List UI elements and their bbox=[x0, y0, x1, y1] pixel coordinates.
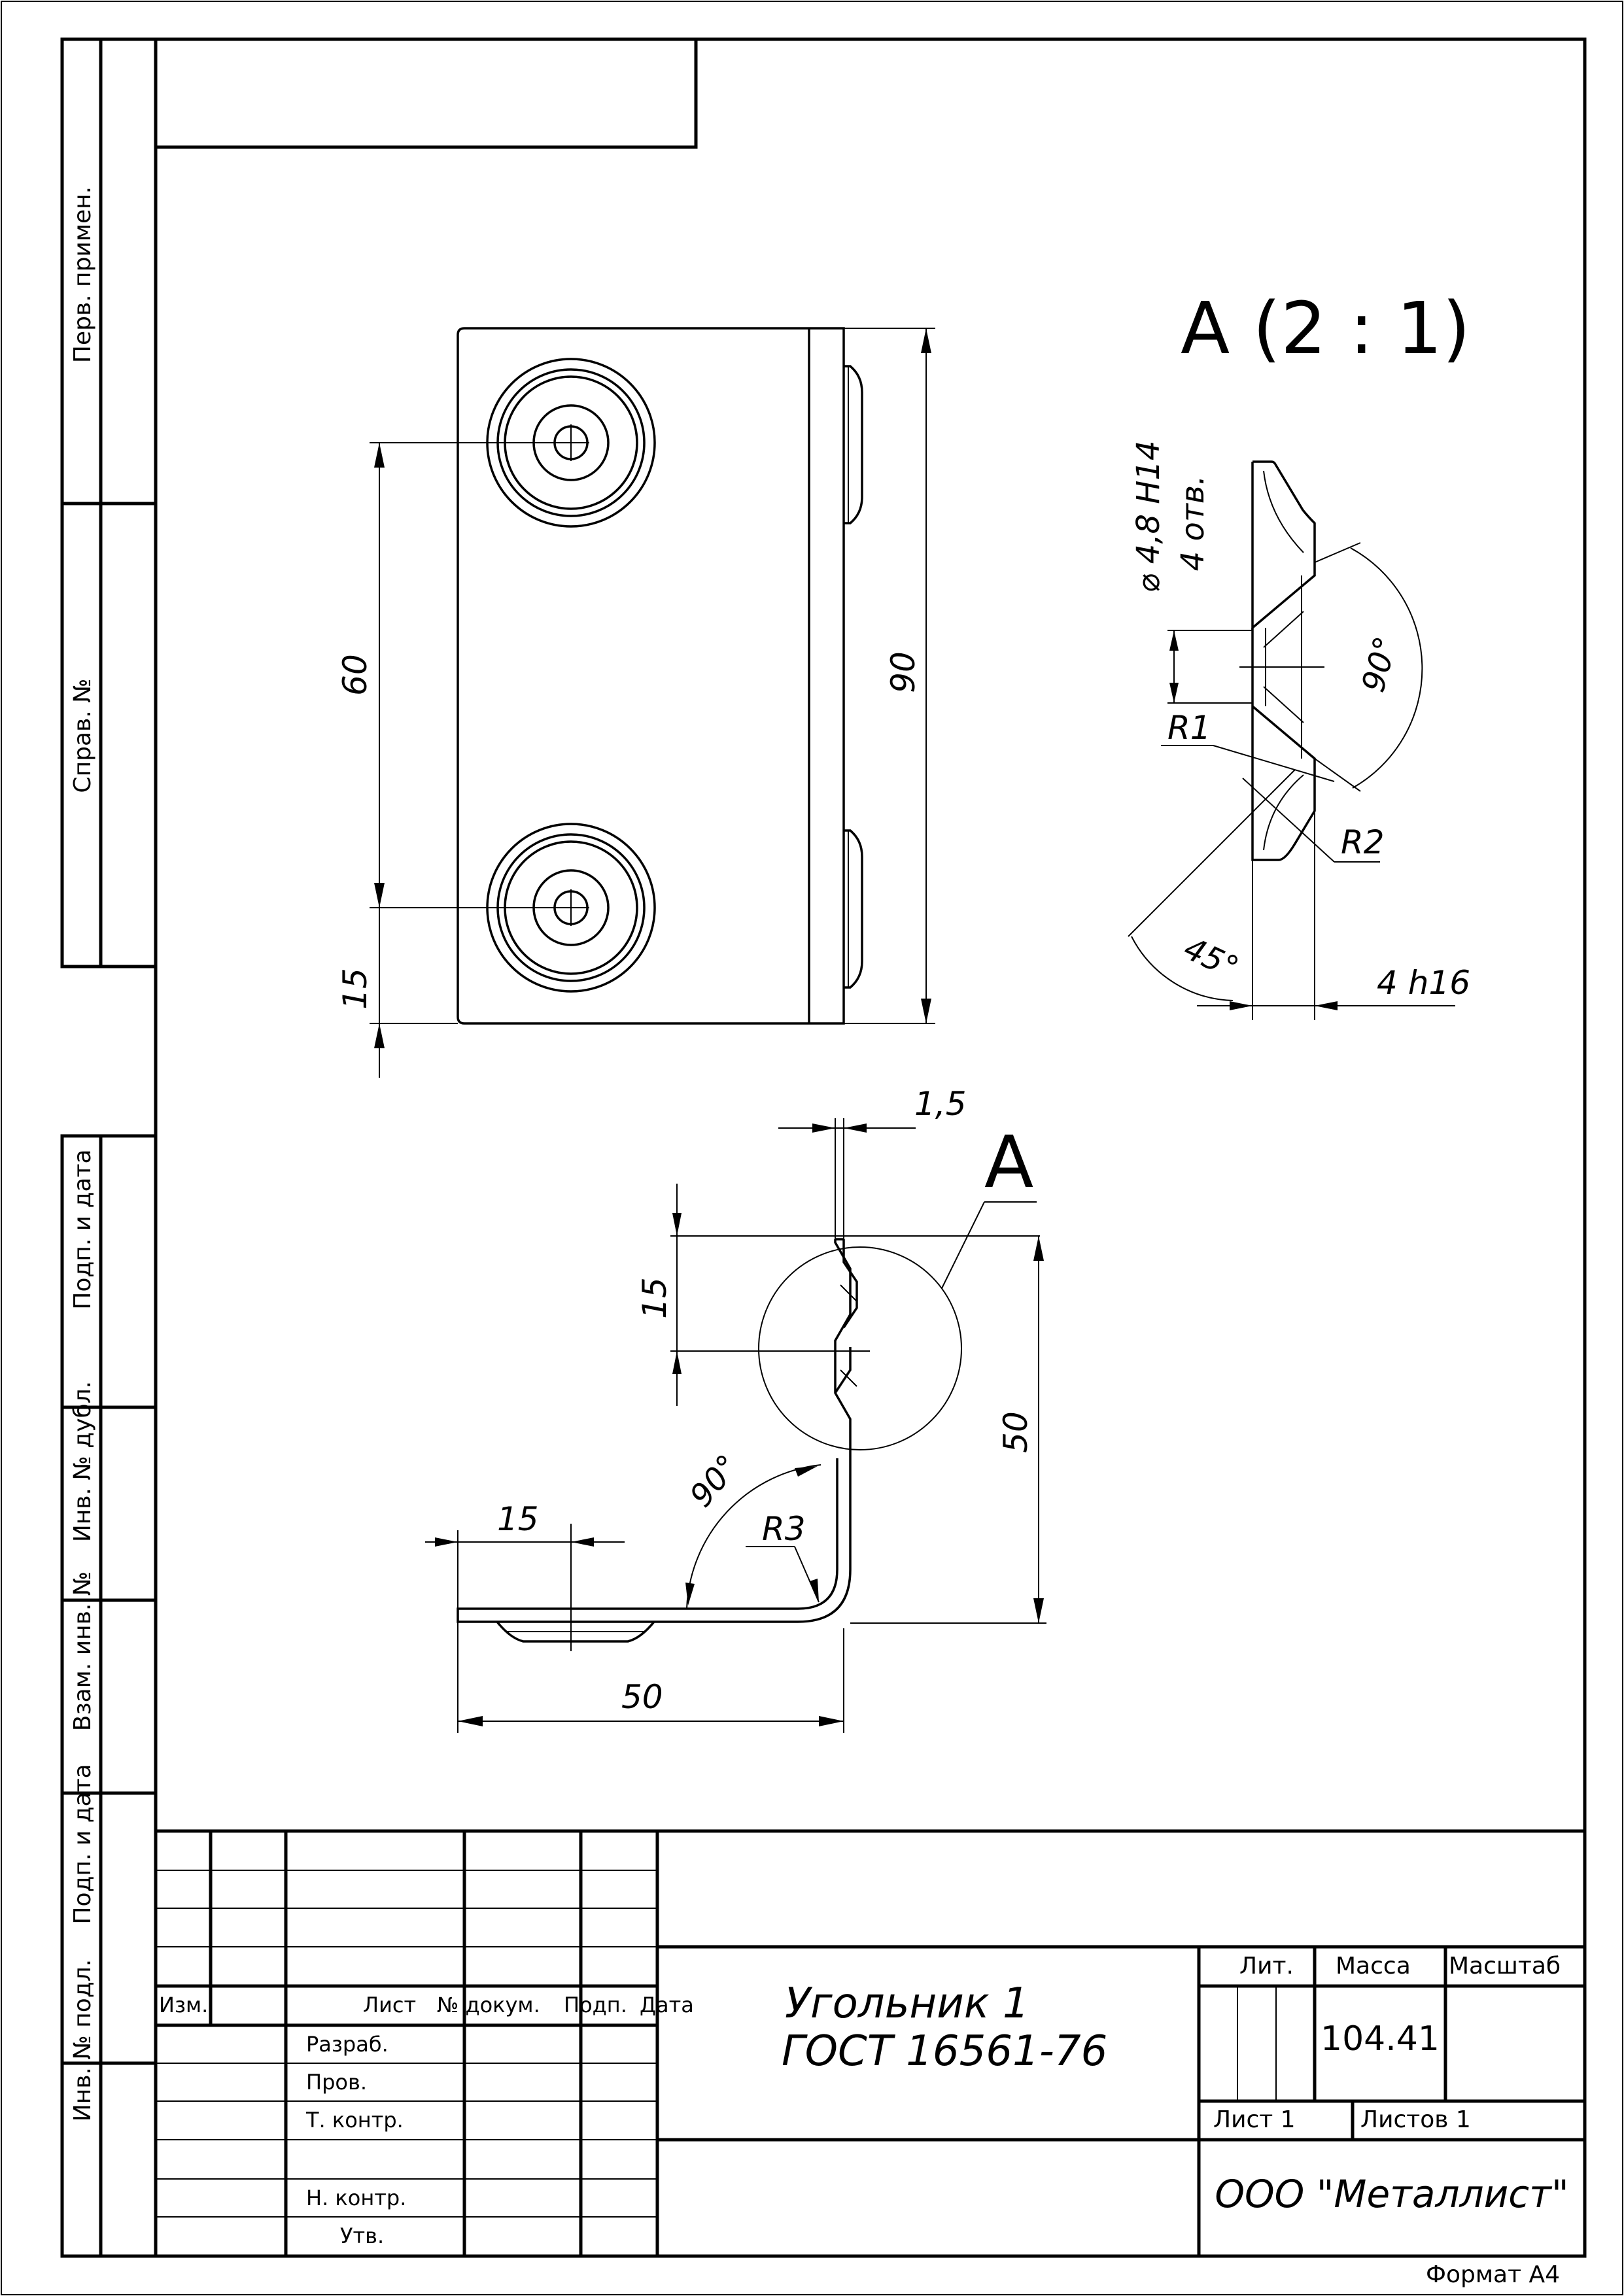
dim-width-4: 4 h16 bbox=[1377, 964, 1470, 1002]
detail-view-a: А (2 : 1) ⌀ 4,8 H14 4 отв. 90° R1 R2 bbox=[1128, 286, 1470, 1020]
dim-r2: R2 bbox=[1341, 823, 1385, 861]
dim-60: 60 bbox=[336, 654, 374, 696]
dim-15-front-vertical: 15 bbox=[636, 1277, 674, 1319]
format-label: Формат А4 bbox=[1426, 2261, 1560, 2288]
tb-col-dokum: № докум. bbox=[437, 1993, 540, 2017]
dim-50-front-horizontal: 50 bbox=[621, 1678, 663, 1716]
top-view: 90 60 15 bbox=[336, 327, 935, 1078]
tb-massa-value: 104.41 bbox=[1321, 2019, 1440, 2059]
side-label-inv-podl: Инв. № подл. bbox=[69, 1959, 96, 2121]
dim-r3: R3 bbox=[762, 1510, 806, 1548]
side-label-vzam-inv: Взам. инв. № bbox=[69, 1571, 96, 1731]
tb-sheet: Лист 1 bbox=[1213, 2106, 1296, 2133]
dim-thickness: 1,5 bbox=[914, 1085, 967, 1123]
tb-product-standard: ГОСТ 16561-76 bbox=[782, 2027, 1107, 2076]
dim-hole-count: 4 отв. bbox=[1175, 475, 1211, 572]
tb-col-podp: Подп. bbox=[564, 1993, 627, 2017]
tb-row-prov: Пров. bbox=[306, 2070, 367, 2095]
tb-row-razrab: Разраб. bbox=[306, 2032, 389, 2057]
side-strip: Перв. примен. Справ. № Подп. и дата Инв.… bbox=[60, 37, 158, 2258]
tb-organization: ООО "Металлист" bbox=[1215, 2172, 1568, 2216]
dim-r1: R1 bbox=[1167, 709, 1211, 747]
detail-view-label: А (2 : 1) bbox=[1181, 286, 1470, 370]
tb-masshtab-header: Масштаб bbox=[1449, 1953, 1561, 1979]
tb-massa-header: Масса bbox=[1336, 1953, 1411, 1979]
tb-col-izm: Изм. bbox=[159, 1993, 208, 2017]
dim-angle-90-detail: 90° bbox=[1355, 633, 1404, 696]
dim-15-top: 15 bbox=[336, 968, 374, 1010]
dim-90: 90 bbox=[884, 651, 922, 693]
tb-col-list: Лист bbox=[363, 1993, 416, 2017]
dim-hole-diameter: ⌀ 4,8 H14 bbox=[1130, 441, 1167, 593]
tb-row-tkontr: Т. контр. bbox=[305, 2108, 404, 2133]
title-block: Изм. Лист № докум. Подп. Дата Разраб. Пр… bbox=[156, 1829, 1585, 2256]
tb-product-name: Угольник 1 bbox=[785, 1979, 1029, 2028]
tb-row-nkontr: Н. контр. bbox=[306, 2185, 406, 2210]
section-view-label: А bbox=[984, 1120, 1033, 1204]
side-label-podp-data-1: Подп. и дата bbox=[69, 1149, 96, 1309]
tb-lit-header: Лит. bbox=[1239, 1953, 1294, 1979]
side-label-podp-data-2: Подп. и дата bbox=[69, 1764, 96, 1924]
tb-row-utv: Утв. bbox=[340, 2223, 384, 2248]
dim-15-front-horizontal: 15 bbox=[497, 1500, 539, 1538]
tb-sheets: Листов 1 bbox=[1360, 2106, 1471, 2133]
side-label-perv-primen: Перв. примен. bbox=[69, 186, 96, 363]
tb-col-data: Дата bbox=[640, 1993, 694, 2017]
top-left-stamp-box bbox=[154, 37, 698, 149]
drawing-frame bbox=[154, 37, 1587, 2258]
side-label-sprav-no: Справ. № bbox=[69, 678, 96, 793]
dim-angle-90-front: 90° bbox=[683, 1448, 747, 1514]
dim-50-front-vertical: 50 bbox=[997, 1411, 1035, 1453]
front-view: А 1,5 15 50 90° R3 1 bbox=[425, 1085, 1046, 1733]
dim-angle-45: 45° bbox=[1178, 930, 1244, 987]
side-label-inv-dubl: Инв. № дубл. bbox=[69, 1381, 96, 1542]
